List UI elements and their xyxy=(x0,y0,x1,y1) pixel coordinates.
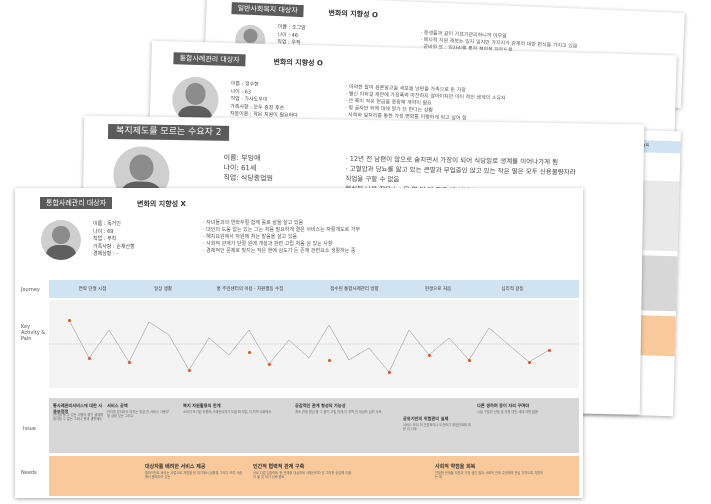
issue-text: 소외가 포기된 자원에 사례관리자가 도움 확 부분 이 지역 사회에서 xyxy=(183,410,272,414)
issue-text: 계속 관계 형성 중 그 중기 고립 관계 이 지역 안 대상자 심리 사후 xyxy=(295,410,382,414)
needs-band xyxy=(49,456,579,496)
persona-tag: 통합사례관리 대상자 xyxy=(40,197,113,209)
pain-point xyxy=(428,354,431,357)
pain-point xyxy=(548,349,551,352)
issue-title: 공유기반의 위험관리 실제 xyxy=(403,416,449,421)
issue-title: 복지 자원활용의 한계 xyxy=(183,403,221,408)
issue-title: 통사례관리서비스에 대한 사용부정정 xyxy=(53,403,103,414)
pain-point xyxy=(268,363,271,366)
needs-title: 인간적 협력적 관계 구축 xyxy=(253,464,305,470)
journey-stage: 연락 단절 시점 xyxy=(78,287,107,292)
persona-title: 변화의 지향성 O xyxy=(328,9,379,20)
pain-point xyxy=(88,357,91,360)
journey-stage: 접수된 통합사례관리 방향 xyxy=(330,287,379,292)
row-label-issue: Issue xyxy=(23,426,36,432)
pain-point xyxy=(188,369,191,372)
persona-title: 변화의 지향성 O xyxy=(273,58,323,68)
journey-stage: 홍 주민센터의 이용 - 자원행동 수집 xyxy=(216,287,284,292)
avatar xyxy=(41,220,81,260)
issue-title: 서비스 공백 xyxy=(107,403,128,408)
issue-title: 다른 생하며 응이 자리 꾸며야 xyxy=(477,403,530,408)
row-label-journey: Journey xyxy=(21,287,40,293)
needs-text: 친밀한 관계들 자원과 가장 생긴 필요 사회적 연계 주민에게 관심 가지도록… xyxy=(435,471,543,479)
journey-stage: 일상 생활 xyxy=(154,287,172,292)
journey-band xyxy=(49,280,579,298)
issue-title: 공감적인 관계 형성의 가능성 xyxy=(295,403,346,408)
persona-title: 변화의 지향성 X xyxy=(137,200,186,208)
issue-band xyxy=(49,398,579,453)
pain-point xyxy=(128,361,131,364)
journey-stage: 심리적 갈등 xyxy=(501,287,524,292)
persona-bullets: · 마약한 할머 윤론알코올 세포올 남편을 가족으로 둔 가장· 별신 이외설… xyxy=(344,84,506,122)
issue-text: 시설 구분된 신청 및 자원 대안 세대 자원 없음 xyxy=(477,410,538,414)
issue-text: 서비스 보다 더 근본적이나 도전하기 재정관계에 대한 이 사후 xyxy=(403,423,471,431)
pain-point xyxy=(68,319,71,322)
activity-line xyxy=(49,319,579,373)
row-label-key-activity: Key Activity & Pain xyxy=(21,324,46,342)
persona-tag: 일반사회복지 대상자 xyxy=(231,2,304,18)
issue-text: 관인을 볼 수 있는 이형이 쌓인 생계에 생각할 수 없는 그러나 현재 생활… xyxy=(53,413,104,421)
needs-text: 클라이언트 바라는 사업으로 자원을 한 위기에서 상황을 그러다 보여 사람에… xyxy=(145,471,243,479)
pain-point xyxy=(248,351,251,354)
row-label-needs: Needs xyxy=(21,470,37,476)
needs-title: 사회적 약점을 회복 xyxy=(435,464,476,470)
pain-point xyxy=(388,371,391,374)
pain-point xyxy=(328,359,331,362)
persona-tag: 통합사례관리 대상자 xyxy=(173,52,246,67)
needs-text: 서로 다른 입장에서 한 관계형 대상자와 사례관리자 간 그러한 공감해 도움… xyxy=(253,471,352,479)
persona-tag: 복지제도를 모르는 수요자 2 xyxy=(107,123,230,141)
needs-title: 대상자를 배려한 서비스 제공 xyxy=(145,464,206,470)
pain-point xyxy=(468,359,471,362)
pain-point xyxy=(528,361,531,364)
issue-text: 관리를 받더라도 미치는 완성 잔 서비스 사용부정 상태 있는 그리고 xyxy=(107,410,169,418)
journey-stage: 현생으로 처음 xyxy=(424,287,452,292)
persona-bullets: · 자녀들과의 연락두절 함께 홀로 살을 살고 있음· 대인의 도움 없는 있… xyxy=(203,220,361,254)
